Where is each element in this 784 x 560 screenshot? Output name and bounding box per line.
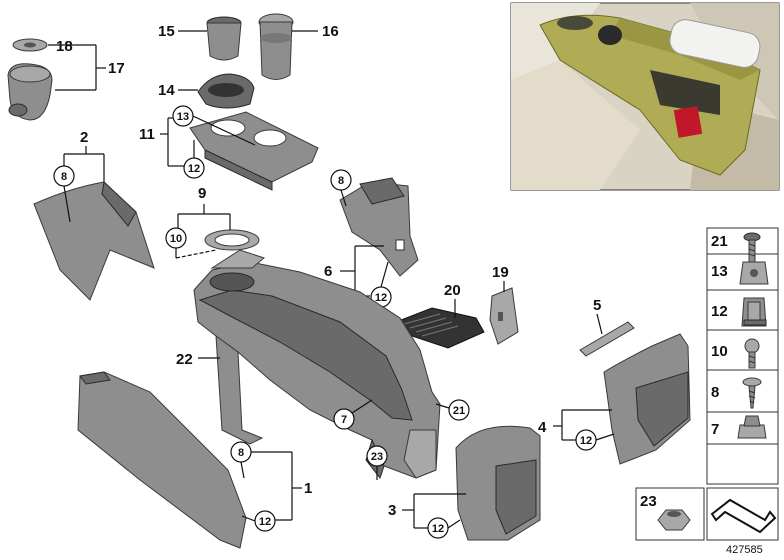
callout-4: 4: [538, 419, 547, 436]
tray-14: [197, 73, 255, 109]
console-body-22: [193, 249, 441, 480]
callout-circle-8-a-label: 8: [61, 171, 67, 183]
tape-strip-icon: [710, 498, 777, 534]
strip-5: [579, 321, 635, 357]
clip-nut-13-icon: [739, 261, 769, 285]
fastener-label-21: 21: [711, 233, 728, 250]
callout-circle-10-label: 10: [170, 233, 182, 245]
callout-circle-12-d-label: 12: [432, 523, 444, 535]
nut-7-icon: [737, 415, 767, 439]
spring-clip-12-icon: [741, 297, 767, 327]
callout-15: 15: [158, 23, 175, 40]
callout-16: 16: [322, 23, 339, 40]
fastener-label-10: 10: [711, 343, 728, 360]
callout-circle-12-b-label: 12: [375, 292, 387, 304]
callout-6: 6: [324, 263, 332, 280]
fastener-label-8: 8: [711, 384, 719, 401]
screw-8-icon: [742, 377, 762, 409]
callout-circle-23-label: 23: [371, 451, 383, 463]
side-panel-1: [77, 371, 247, 549]
callout-2: 2: [80, 129, 88, 146]
screw-10-icon: [744, 338, 760, 369]
callout-circle-21: [448, 399, 470, 421]
bracket-6: [339, 177, 419, 277]
callout-circle-21-label: 21: [453, 405, 465, 417]
nut-23-icon: [657, 509, 691, 531]
callout-circle-7: [333, 408, 355, 430]
cup-holder-insert: [7, 38, 53, 121]
fastener-panel: 21 13 12 10 8: [635, 227, 779, 541]
callout-18: 18: [56, 38, 73, 55]
callout-circle-13-label: 13: [177, 111, 189, 123]
fastener-label-12: 12: [711, 303, 728, 320]
fastener-label-13: 13: [711, 263, 728, 280]
inset-photo: [510, 2, 780, 191]
callout-20: 20: [444, 282, 461, 299]
cup-15: [206, 16, 242, 61]
callout-14: 14: [158, 82, 175, 99]
side-panel-2: [33, 180, 155, 301]
bracket-19: [489, 287, 519, 345]
rear-cover-3: [455, 425, 541, 541]
callout-17: 17: [108, 60, 125, 77]
fastener-label-7: 7: [711, 421, 719, 438]
callout-circle-7-label: 7: [341, 414, 347, 426]
callout-9: 9: [198, 185, 206, 202]
callout-1: 1: [304, 480, 312, 497]
callout-3: 3: [388, 502, 396, 519]
callout-22: 22: [176, 351, 193, 368]
callout-19: 19: [492, 264, 509, 281]
callout-circle-12-e-label: 12: [580, 435, 592, 447]
rear-cover-4: [603, 333, 691, 465]
cup-16: [258, 13, 294, 80]
reference-number: 427585: [726, 544, 763, 556]
callout-5: 5: [593, 297, 601, 314]
callout-circle-8-c-label: 8: [238, 447, 244, 459]
fastener-label-23: 23: [640, 493, 657, 510]
ring-9: [204, 229, 260, 251]
callout-circle-12-a-label: 12: [188, 163, 200, 175]
callout-circle-8-b-label: 8: [338, 175, 344, 187]
callout-11: 11: [139, 126, 155, 143]
callout-circle-12-c-label: 12: [259, 516, 271, 528]
